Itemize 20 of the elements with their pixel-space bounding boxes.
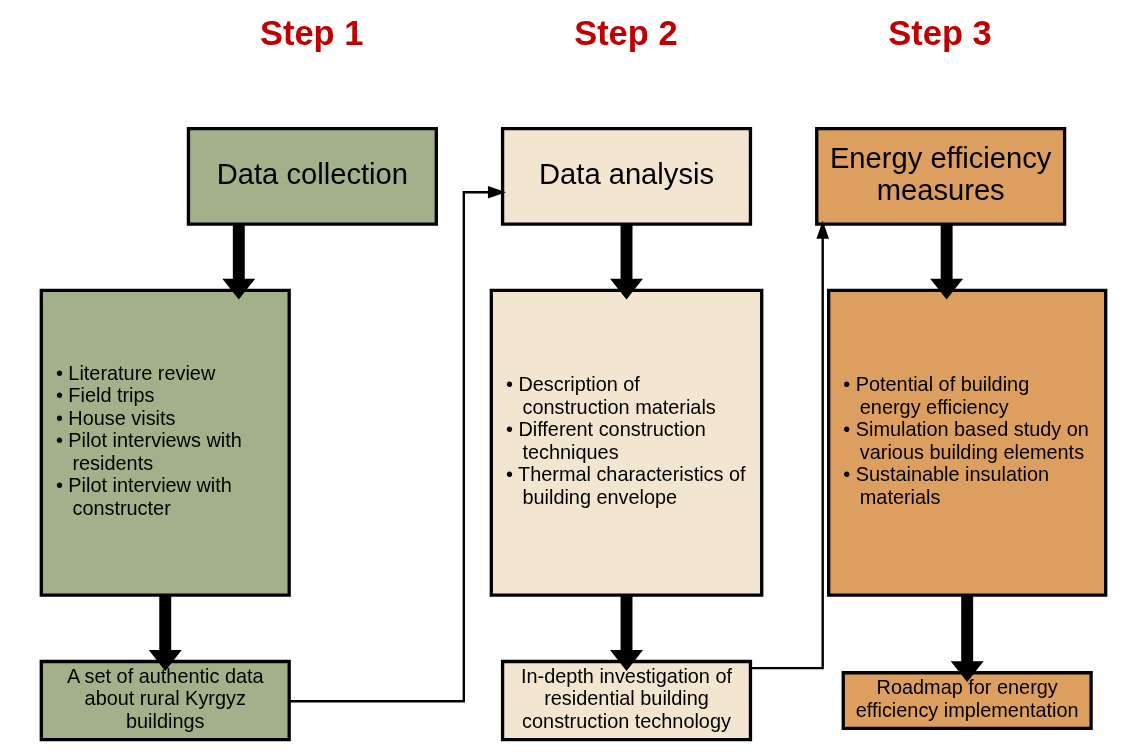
label: Step 1 bbox=[260, 13, 364, 52]
node-box: • Potential of building energy efficiency • Simulation based study on various building elements • Sustainable insulation materials bbox=[827, 288, 1108, 597]
arrow bbox=[148, 595, 182, 671]
node-box: Data collection bbox=[186, 126, 438, 226]
arrow bbox=[750, 220, 830, 670]
label: Step 3 bbox=[888, 13, 992, 52]
node-box: In-depth investigation of residential building construction technology bbox=[500, 659, 753, 742]
arrow bbox=[289, 185, 506, 703]
node-box: Data analysis bbox=[500, 126, 753, 226]
node-box: Energy efficiency measures bbox=[815, 126, 1067, 226]
arrow bbox=[610, 224, 643, 300]
node-box: Roadmap for energy efficiency implementation bbox=[841, 671, 1093, 731]
node-box: • Description of construction materials • Different construction techniques • Thermal characteristics of building envelope bbox=[489, 288, 764, 597]
arrow bbox=[610, 595, 643, 671]
arrow bbox=[222, 224, 256, 300]
label: Step 2 bbox=[574, 13, 678, 52]
arrow bbox=[930, 224, 964, 300]
arrow bbox=[950, 595, 984, 683]
node-box: • Literature review • Field trips • House visits • Pilot interviews with residents • Pilot interview with constructer bbox=[39, 288, 291, 597]
node-box: A set of authentic data about rural Kyrgyz buildings bbox=[39, 659, 291, 742]
